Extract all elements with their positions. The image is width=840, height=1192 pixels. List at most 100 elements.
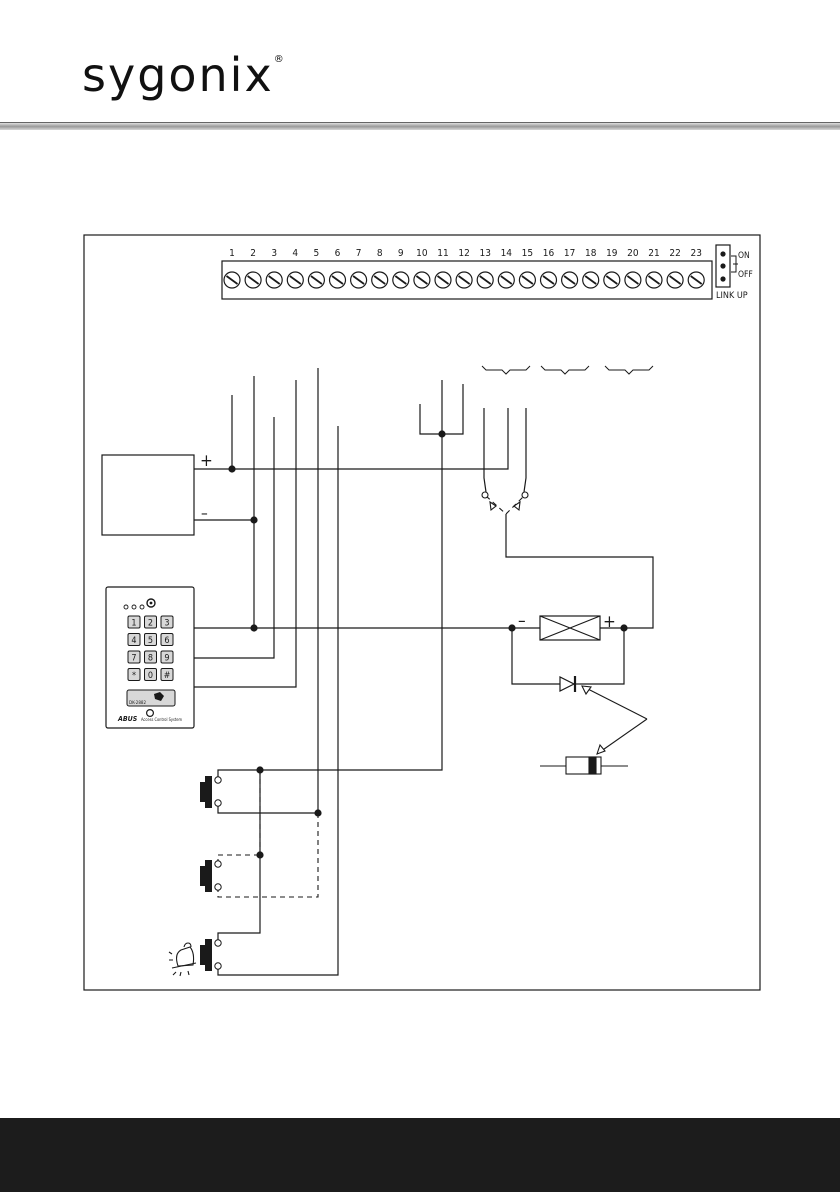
svg-text:8: 8 (148, 654, 153, 664)
svg-text:0: 0 (148, 671, 153, 681)
junction-dots (228, 430, 627, 858)
card-reader: DK-2882 (127, 690, 175, 706)
terminal-label-20: 20 (627, 248, 639, 259)
optional-wiring (218, 496, 524, 897)
keypad-key-6: 6 (161, 634, 173, 647)
svg-text:6: 6 (164, 636, 169, 646)
keypad-key-1: 1 (128, 616, 140, 629)
relay-contact-brackets (482, 366, 653, 374)
terminal-label-16: 16 (543, 248, 555, 259)
terminal-label-6: 6 (335, 248, 341, 259)
keypad-key-hash: # (161, 669, 173, 682)
terminal-screw-3 (266, 272, 282, 288)
card-reader-text: DK-2882 (129, 700, 146, 706)
terminal-screw-20 (625, 272, 641, 288)
terminal-label-7: 7 (356, 248, 362, 259)
lock-plus-label: + (603, 612, 616, 632)
terminal-label-10: 10 (416, 248, 428, 259)
svg-text:3: 3 (164, 619, 169, 629)
keypad-key-4: 4 (128, 634, 140, 647)
terminal-screw-16 (541, 272, 557, 288)
keypad-key-9: 9 (161, 651, 173, 664)
keypad-key-5: 5 (145, 634, 157, 647)
keypad-key-2: 2 (145, 616, 157, 629)
terminal-label-8: 8 (377, 248, 383, 259)
terminal-screw-21 (646, 272, 662, 288)
door-lock: – + (518, 611, 616, 640)
svg-text:#: # (164, 671, 171, 681)
terminal-screw-14 (498, 272, 514, 288)
power-minus-label: – (201, 504, 208, 522)
diode-component (540, 757, 628, 774)
terminal-screw-22 (667, 272, 683, 288)
terminal-label-14: 14 (501, 248, 513, 259)
diode-arrows (582, 686, 647, 754)
terminal-screw-13 (477, 272, 493, 288)
terminal-label-18: 18 (585, 248, 597, 259)
bell-icon (169, 943, 196, 976)
terminal-label-11: 11 (437, 248, 448, 259)
link-up-jumper: ON OFF LINK UP (716, 245, 753, 301)
wiring (194, 368, 653, 975)
led-indicator (124, 605, 128, 609)
terminal-screw-12 (456, 272, 472, 288)
keypad-key-0: 0 (145, 669, 157, 682)
terminal-label-15: 15 (522, 248, 533, 259)
terminal-screw-1 (224, 272, 240, 288)
terminal-label-3: 3 (271, 248, 277, 259)
terminal-label-22: 22 (669, 248, 680, 259)
svg-text:2: 2 (148, 619, 153, 629)
keypad-caption: Access Control System (141, 717, 183, 722)
terminal-screw-6 (330, 272, 346, 288)
keypad-key-8: 8 (145, 651, 157, 664)
terminal-label-23: 23 (690, 248, 701, 259)
svg-text:1: 1 (131, 619, 136, 629)
terminal-label-12: 12 (458, 248, 469, 259)
terminal-screw-11 (435, 272, 451, 288)
terminal-label-19: 19 (606, 248, 618, 259)
jumper-caption: LINK UP (716, 291, 748, 301)
terminal-label-4: 4 (292, 248, 298, 259)
terminal-screw-17 (562, 272, 578, 288)
svg-text:5: 5 (148, 636, 153, 646)
keypad-key-3: 3 (161, 616, 173, 629)
relay-contacts (482, 492, 528, 510)
terminal-screw-23 (688, 272, 704, 288)
jumper-off-label: OFF (738, 270, 753, 280)
terminal-screw-7 (351, 272, 367, 288)
terminal-label-1: 1 (229, 248, 235, 259)
doorbell-button (200, 939, 221, 971)
svg-text:4: 4 (131, 636, 136, 646)
terminal-screw-18 (583, 272, 599, 288)
exit-button-2 (200, 860, 221, 892)
svg-text:7: 7 (131, 654, 136, 664)
keypad-key-star: * (128, 669, 140, 682)
lock-minus-label: – (518, 611, 526, 631)
terminal-screw-10 (414, 272, 430, 288)
terminal-label-21: 21 (648, 248, 659, 259)
svg-text:*: * (132, 671, 136, 681)
terminal-screw-5 (308, 272, 324, 288)
terminal-label-9: 9 (398, 248, 404, 259)
keypad-brand: ABUS (117, 715, 138, 723)
terminal-screw-19 (604, 272, 620, 288)
power-supply: + – (102, 451, 213, 535)
keypad-unit: 1 2 3 4 5 6 7 8 9 * 0 # DK-2882 ABUS Access Control… (106, 587, 194, 728)
terminal-label-5: 5 (314, 248, 320, 259)
terminal-screw-9 (393, 272, 409, 288)
terminal-screw-2 (245, 272, 261, 288)
keypad-key-7: 7 (128, 651, 140, 664)
exit-button-1 (200, 776, 221, 808)
terminal-label-13: 13 (479, 248, 490, 259)
svg-text:9: 9 (164, 654, 169, 664)
terminal-label-2: 2 (250, 248, 256, 259)
terminal-screw-4 (287, 272, 303, 288)
terminal-label-17: 17 (564, 248, 575, 259)
footer-bar (0, 1118, 840, 1192)
power-plus-label: + (200, 451, 213, 471)
terminal-screw-8 (372, 272, 388, 288)
jumper-on-label: ON (738, 251, 750, 261)
flyback-diode (560, 676, 580, 692)
